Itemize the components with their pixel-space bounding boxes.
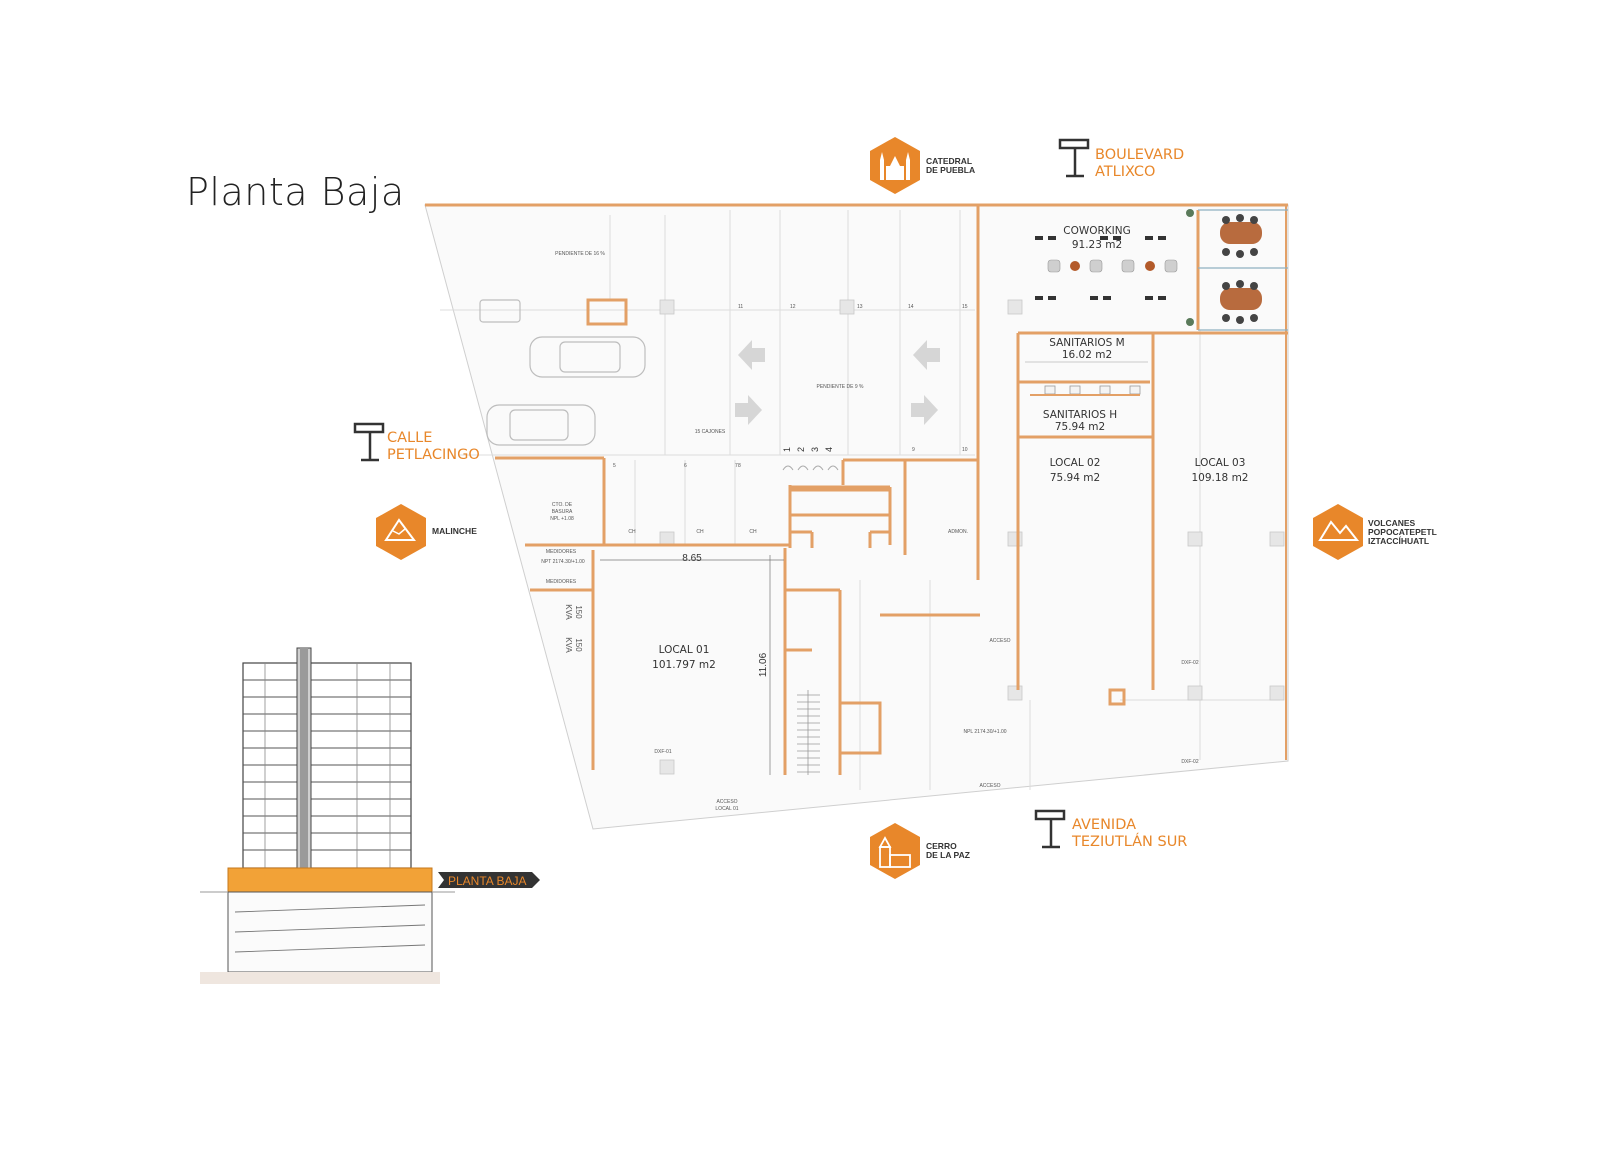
- access-label-2: ACCESO: [979, 783, 1000, 789]
- landmark-volcanes: VOLCANES POPOCATEPETL IZTACCÍHUATL: [1313, 504, 1437, 560]
- local01-access-label-1: ACCESO: [716, 799, 737, 805]
- ch-label-2: CH: [696, 529, 704, 535]
- slope-16-label: PENDIENTE DE 16 %: [555, 251, 605, 257]
- dxf-01-label: DXF-01: [654, 749, 671, 755]
- sanitarios-h-name: SANITARIOS H: [1043, 409, 1117, 421]
- ch-label-1: CH: [628, 529, 636, 535]
- parking-count-label: 15 CAJONES: [695, 429, 726, 435]
- level-label-2: NPL 2174.30/+1.00: [963, 729, 1006, 735]
- planta-baja-band-tag: [438, 872, 540, 888]
- volcanes-label-1: VOLCANES: [1368, 518, 1416, 528]
- landmark-cerro: CERRO DE LA PAZ: [870, 823, 970, 879]
- calle-label-1: CALLE: [387, 430, 432, 446]
- bay-number-8: 8: [738, 463, 741, 469]
- bay-number-4: 4: [824, 447, 834, 452]
- street-avenida: AVENIDA TEZIUTLÁN SUR: [1034, 809, 1187, 850]
- dxf-02-label-a: DXF-02: [1181, 660, 1198, 666]
- landmark-catedral: CATEDRAL DE PUEBLA: [870, 137, 975, 194]
- trash-room-label-1: CTO. DE: [552, 502, 573, 508]
- avenida-label-1: AVENIDA: [1072, 817, 1136, 833]
- calle-label-2: PETLACINGO: [387, 447, 480, 463]
- parking-number-11: 11: [738, 304, 743, 310]
- dimension-lines: 8.65 11.06: [600, 553, 784, 775]
- kva-label-1b: KVA: [564, 604, 573, 620]
- meters-label: MEDIDORES: [546, 549, 577, 555]
- boulevard-label-2: ATLIXCO: [1095, 164, 1155, 180]
- bay-number-3: 3: [810, 447, 820, 452]
- catedral-label-1: CATEDRAL: [926, 156, 972, 166]
- local01-name: LOCAL 01: [659, 644, 710, 656]
- sanitary-fixtures: [1025, 361, 1148, 396]
- parking-number-12: 12: [790, 304, 796, 310]
- sanitarios-h-area: 75.94 m2: [1055, 421, 1105, 433]
- volcanes-label-3: IZTACCÍHUATL: [1368, 536, 1429, 546]
- local02-name: LOCAL 02: [1050, 457, 1101, 469]
- room-labels: COWORKING 91.23 m2 SANITARIOS M 16.02 m2…: [652, 225, 1248, 671]
- trash-room-label-2: BASURA: [552, 509, 573, 515]
- kva-label-1a: 150: [574, 605, 583, 619]
- ch-label-3: CH: [749, 529, 757, 535]
- street-sign-icon: [1034, 809, 1066, 849]
- cerro-label-1: CERRO: [926, 841, 957, 851]
- parked-cars: [479, 299, 646, 446]
- bay-number-2: 2: [796, 447, 806, 452]
- column-markers: [659, 299, 1285, 775]
- street-sign-icon: [1058, 138, 1090, 178]
- street-calle: CALLE PETLACINGO: [353, 422, 480, 463]
- coworking-furniture: [1035, 209, 1288, 331]
- local02-area: 75.94 m2: [1050, 472, 1100, 484]
- parking-number-13: 13: [857, 304, 863, 310]
- site-outline: [424, 203, 1289, 830]
- church-icon: [870, 823, 920, 879]
- coworking-area: 91.23 m2: [1072, 239, 1122, 251]
- plan-annotations: PENDIENTE DE 16 % PENDIENTE DE 9 % 15 CA…: [541, 251, 1199, 812]
- stairs: [797, 690, 820, 775]
- landmark-malinche: MALINCHE: [376, 504, 477, 560]
- traffic-arrows: [735, 340, 940, 425]
- sanitarios-m-area: 16.02 m2: [1062, 349, 1112, 361]
- access-label: ACCESO: [989, 638, 1010, 644]
- building-section: PLANTA BAJA: [200, 647, 540, 984]
- meters-label-2: MEDIDORES: [546, 579, 577, 585]
- walls: [495, 205, 1288, 775]
- slope-9-label: PENDIENTE DE 9 %: [817, 384, 865, 390]
- malinche-label: MALINCHE: [432, 526, 477, 536]
- parking-number-14: 14: [908, 304, 914, 310]
- dimension-1106: 11.06: [758, 652, 769, 677]
- bay-number-6: 6: [684, 463, 687, 469]
- bike-bays: [782, 465, 839, 471]
- sanitarios-m-name: SANITARIOS M: [1049, 337, 1125, 349]
- trash-room-label-3: NPL +1.08: [550, 516, 574, 522]
- kva-label-2a: 150: [574, 638, 583, 652]
- local01-area: 101.797 m2: [652, 659, 716, 671]
- street-boulevard: BOULEVARD ATLIXCO: [1058, 138, 1184, 180]
- bay-number-10: 10: [962, 447, 968, 453]
- avenida-label-2: TEZIUTLÁN SUR: [1071, 833, 1187, 850]
- boulevard-label-1: BOULEVARD: [1095, 147, 1184, 163]
- dxf-02-label-b: DXF-02: [1181, 759, 1198, 765]
- volcanes-label-2: POPOCATEPETL: [1368, 527, 1437, 537]
- bay-number-7: 7: [735, 463, 738, 469]
- bay-number-1: 1: [782, 447, 792, 452]
- local03-name: LOCAL 03: [1195, 457, 1246, 469]
- kva-label-2b: KVA: [564, 637, 573, 653]
- page-title: Planta Baja: [186, 170, 405, 214]
- local01-access-label-2: LOCAL 01: [715, 806, 738, 812]
- admon-label: ADMON.: [948, 529, 968, 535]
- local03-area: 109.18 m2: [1192, 472, 1249, 484]
- bay-number-5: 5: [613, 463, 616, 469]
- bay-number-9: 9: [912, 447, 915, 453]
- catedral-label-2: DE PUEBLA: [926, 165, 975, 175]
- street-sign-icon: [353, 422, 385, 462]
- level-label: NPT 2174.30/+1.00: [541, 559, 585, 565]
- cerro-label-2: DE LA PAZ: [926, 850, 970, 860]
- planta-baja-band-label: PLANTA BAJA: [448, 874, 526, 888]
- parking-number-15: 15: [962, 304, 968, 310]
- coworking-name: COWORKING: [1063, 225, 1131, 237]
- dimension-865: 8.65: [682, 553, 702, 564]
